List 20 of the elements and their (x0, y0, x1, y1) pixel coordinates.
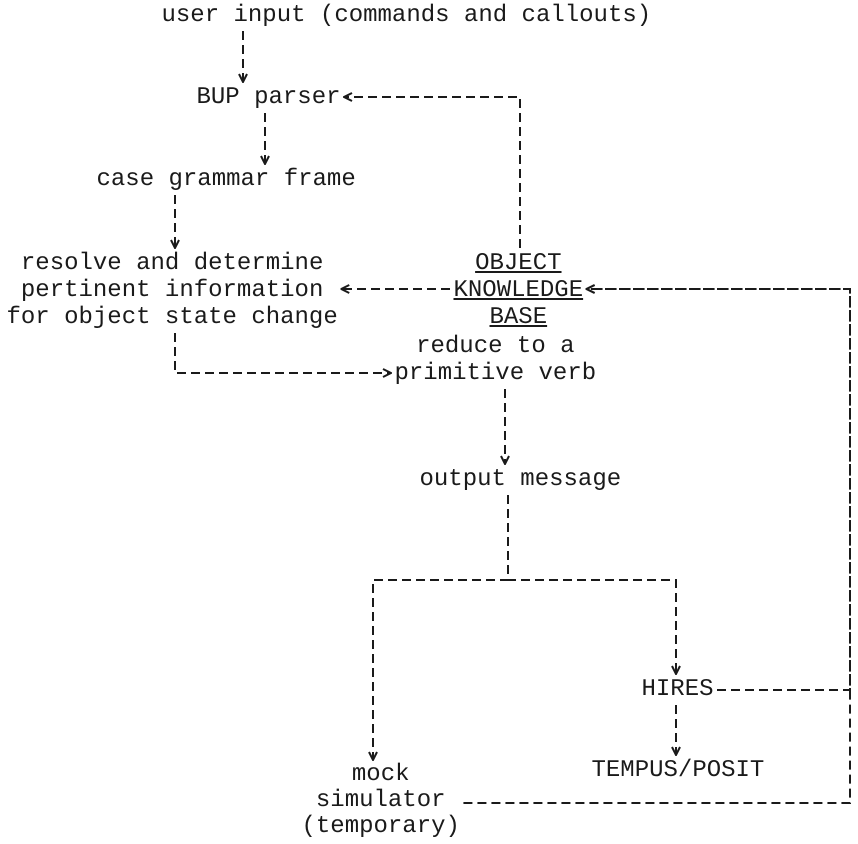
process-label: mock simulator (temporary) (300, 762, 462, 840)
arrow (170, 195, 180, 249)
arrow (260, 113, 270, 165)
arrow (174, 333, 392, 378)
process-label: reduce to a primitive verb (393, 333, 598, 387)
process-label: OBJECT KNOWLEDGE BASE (452, 250, 585, 331)
arrow (507, 495, 681, 675)
process-label: TEMPUS/POSIT (590, 757, 766, 784)
process-label: case grammar frame (95, 166, 358, 193)
arrow (500, 389, 510, 465)
process-label: user input (commands and callouts) (160, 2, 653, 29)
arrow (340, 284, 450, 294)
process-label: BUP parser (195, 84, 342, 111)
arrow (463, 284, 851, 804)
process-label: HIRES (640, 676, 715, 703)
arrow (238, 31, 248, 83)
arrow (343, 92, 521, 248)
process-label: resolve and determine pertinent information for object state change (5, 250, 340, 331)
arrow (671, 705, 681, 756)
process-label: output message (418, 466, 623, 493)
